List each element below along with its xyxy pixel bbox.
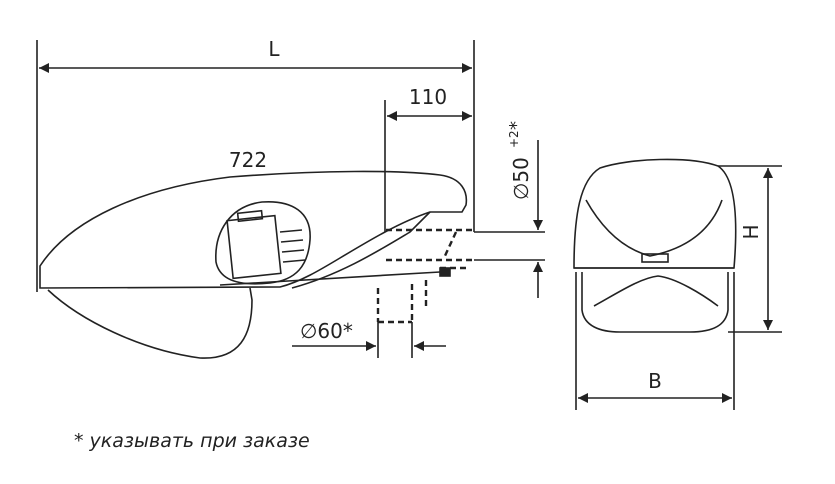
lamp-cover-line	[291, 211, 431, 289]
front-lens-curve	[593, 275, 719, 307]
lamp-lens	[47, 287, 253, 359]
ballast-block-icon	[226, 209, 306, 280]
label-pipe-diameter-bottom: ∅60*	[300, 319, 353, 343]
front-cover-outline	[573, 158, 737, 269]
front-cover-inner	[585, 199, 723, 257]
order-footnote: * указывать при заказе	[74, 430, 310, 452]
label-mount-offset: 110	[409, 85, 447, 109]
side-view	[36, 40, 545, 359]
label-pipe-diameter-top: ∅50	[509, 157, 533, 200]
label-width-b: B	[648, 369, 662, 393]
label-height-h: H	[739, 224, 763, 239]
label-pipe-tolerance: +2	[507, 130, 521, 148]
clamp-bolt	[439, 267, 451, 277]
front-lens-outline	[581, 272, 729, 333]
front-view	[573, 158, 782, 410]
label-body-length: 722	[229, 148, 267, 172]
label-length-l: L	[268, 37, 280, 61]
lamp-bottom-edge	[219, 271, 441, 286]
mounting-spigot	[376, 228, 474, 324]
lamp-body-outline	[39, 170, 468, 289]
label-pipe-star: *	[506, 121, 527, 130]
front-latch	[641, 253, 669, 263]
gear-compartment	[215, 201, 311, 285]
